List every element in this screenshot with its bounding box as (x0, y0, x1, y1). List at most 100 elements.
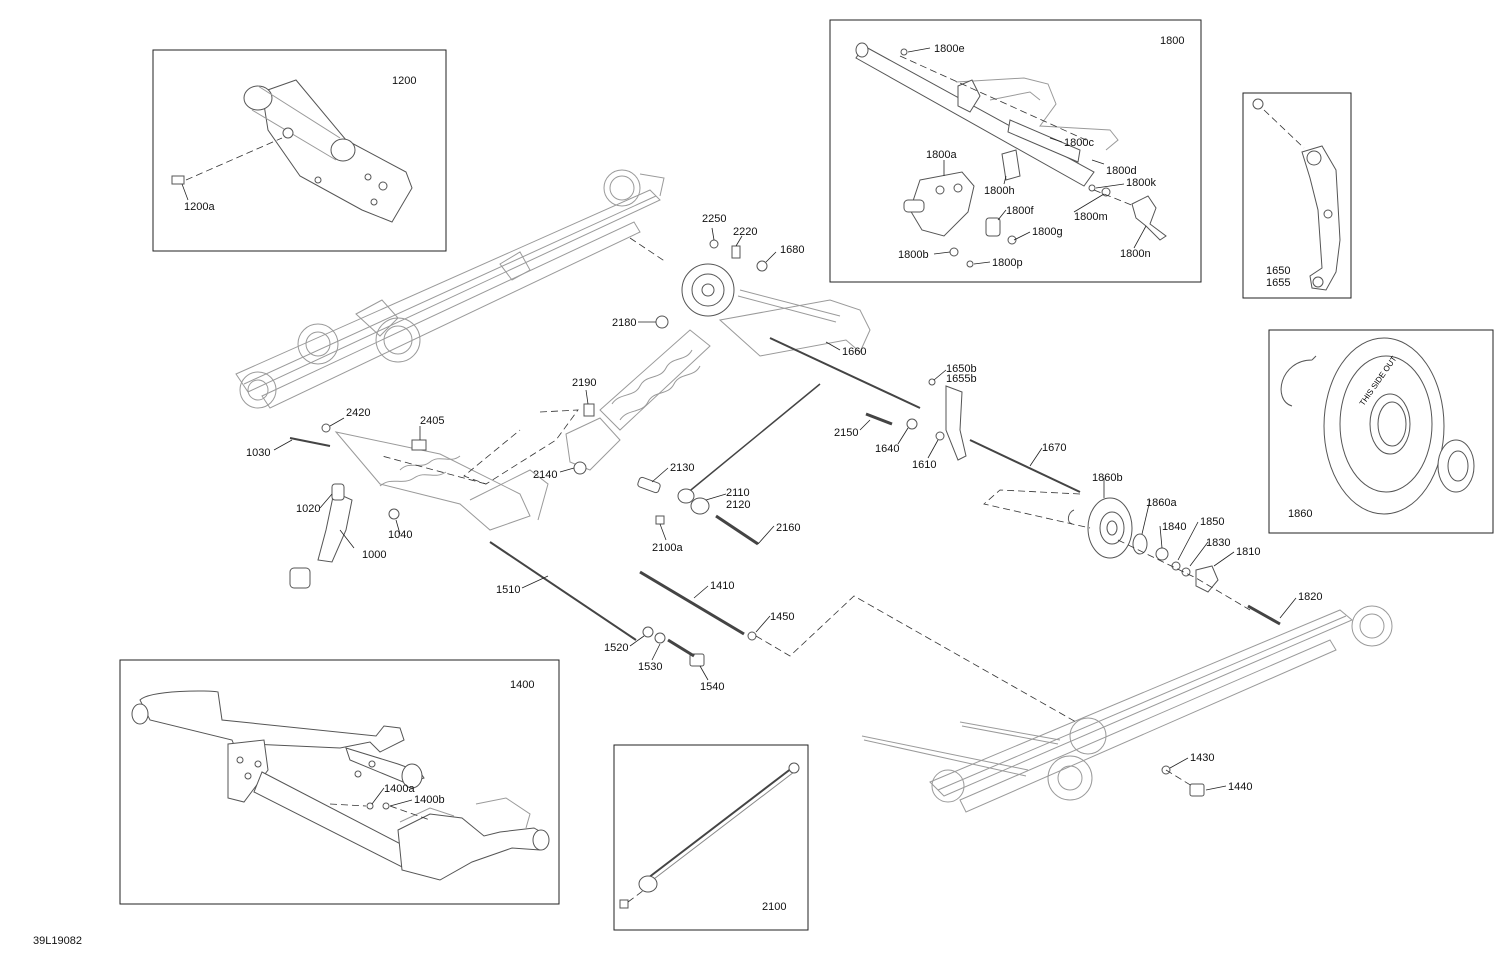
ring-1800g (1007, 235, 1017, 245)
front-arm-assembly (718, 289, 871, 357)
arm-1650 (1301, 145, 1341, 291)
callout-label: 2140 (533, 469, 557, 481)
bolt-1440 (1189, 783, 1205, 797)
front-arm-1800 (855, 42, 1119, 187)
callout-label: 1650b (946, 363, 977, 375)
callout-label: 1800h (984, 185, 1015, 197)
right-rail (861, 605, 1393, 813)
callout-label: 2120 (726, 499, 750, 511)
bushing-2405 (411, 439, 427, 451)
callout-label: 1800g (1032, 226, 1063, 238)
callout-label: 1030 (246, 447, 270, 459)
axle-1410 (639, 570, 745, 636)
spacer-1840 (1155, 547, 1169, 561)
callout-label: 1400b (414, 794, 445, 806)
callout-label: 1660 (842, 346, 866, 358)
callout-label: 1530 (638, 661, 662, 673)
callout-label: 1200a (184, 201, 215, 213)
callout-label: 1020 (296, 503, 320, 515)
callout-label: 1800k (1126, 177, 1156, 189)
inset-title-1200: 1200 (392, 75, 416, 87)
rail-bracket-1200 (243, 79, 413, 223)
leader-lines (181, 47, 1297, 807)
washer-1850 (1171, 561, 1181, 571)
callout-label: 1000 (362, 549, 386, 561)
callout-label: 1655b (946, 373, 977, 385)
bushing-2140 (573, 461, 587, 475)
washer-1520 (642, 626, 654, 638)
circlip-1860b (1067, 509, 1075, 525)
callout-label: 1800e (934, 43, 965, 55)
callout-label: 2220 (733, 226, 757, 238)
bolt-1030 (289, 437, 331, 447)
callout-label: 1800b (898, 249, 929, 261)
nut-2180 (655, 315, 669, 329)
inset-titles: 1200 1800 1650 1655 1860 1400 2100 (392, 35, 1312, 913)
washer-1800k (1088, 184, 1096, 192)
nut-2250 (709, 239, 719, 249)
inset-1860: THIS SIDE OUT (1268, 329, 1494, 534)
bolt-2150 (865, 412, 893, 426)
bolt-1540 (689, 653, 705, 667)
callout-label: 2160 (776, 522, 800, 534)
rear-arm-1400 (131, 690, 550, 881)
callout-label: 1610 (912, 459, 936, 471)
callout-label: 1520 (604, 642, 628, 654)
callout-label: 1540 (700, 681, 724, 693)
inset-title-2100: 2100 (762, 901, 786, 913)
callout-label: 1800n (1120, 248, 1151, 260)
callout-label: 2190 (572, 377, 596, 389)
inset-1800 (829, 19, 1202, 283)
link-rod-2110 (677, 383, 821, 504)
rod-2100 (619, 762, 800, 909)
wheel-1860: THIS SIDE OUT (1323, 337, 1445, 515)
knob-1800n (1131, 195, 1167, 241)
callout-label: 1800a (926, 149, 957, 161)
inset-title-1400: 1400 (510, 679, 534, 691)
fitting-2100a (655, 515, 665, 525)
callout-label: 1410 (710, 580, 734, 592)
bearing-1860a (1132, 533, 1148, 555)
nut-1040 (388, 508, 400, 520)
shaft-1510 (489, 541, 637, 641)
bushing-1020 (331, 483, 345, 501)
callout-label: 2110 (726, 487, 750, 499)
callout-label: 1860b (1092, 472, 1123, 484)
callout-label: 1450 (770, 611, 794, 623)
inset-title-1650: 1650 (1266, 265, 1290, 277)
shaft-1670 (969, 439, 1081, 493)
callout-label: 2250 (702, 213, 726, 225)
nut-1800e (900, 48, 908, 56)
main-callouts: 2250 2220 1680 2180 1660 1650b 1655b 219… (246, 213, 1322, 793)
bolt-1820 (1247, 604, 1281, 626)
rear-arm-assembly (334, 431, 549, 531)
diagram-code: 39L19082 (33, 935, 82, 947)
inset-1200 (152, 49, 447, 252)
callout-label: 1820 (1298, 591, 1322, 603)
callout-label: 1510 (496, 584, 520, 596)
pedal-1000 (289, 491, 353, 589)
callout-label: 2130 (670, 462, 694, 474)
callout-label: 1840 (1162, 521, 1186, 533)
bushing-2130 (637, 476, 661, 494)
circlip-1860 (1280, 355, 1317, 407)
callout-label: 1430 (1190, 752, 1214, 764)
left-rail (235, 169, 665, 409)
callout-label: 1400a (384, 783, 415, 795)
inset-1650 (1242, 92, 1352, 299)
callout-label: 2150 (834, 427, 858, 439)
callout-label: 1800f (1006, 205, 1034, 217)
callout-label: 1440 (1228, 781, 1252, 793)
pin-2220 (731, 245, 741, 259)
washer-1640 (906, 418, 918, 430)
bushing-2120 (690, 497, 710, 515)
nut-2420 (321, 423, 331, 433)
callout-label: 1850 (1200, 516, 1224, 528)
callout-label: 1680 (780, 244, 804, 256)
rocker-1650 (945, 385, 967, 461)
shock-absorber (565, 263, 735, 471)
inset-2100 (613, 744, 809, 931)
callout-label: 1040 (388, 529, 412, 541)
inset-1400 (119, 659, 560, 905)
